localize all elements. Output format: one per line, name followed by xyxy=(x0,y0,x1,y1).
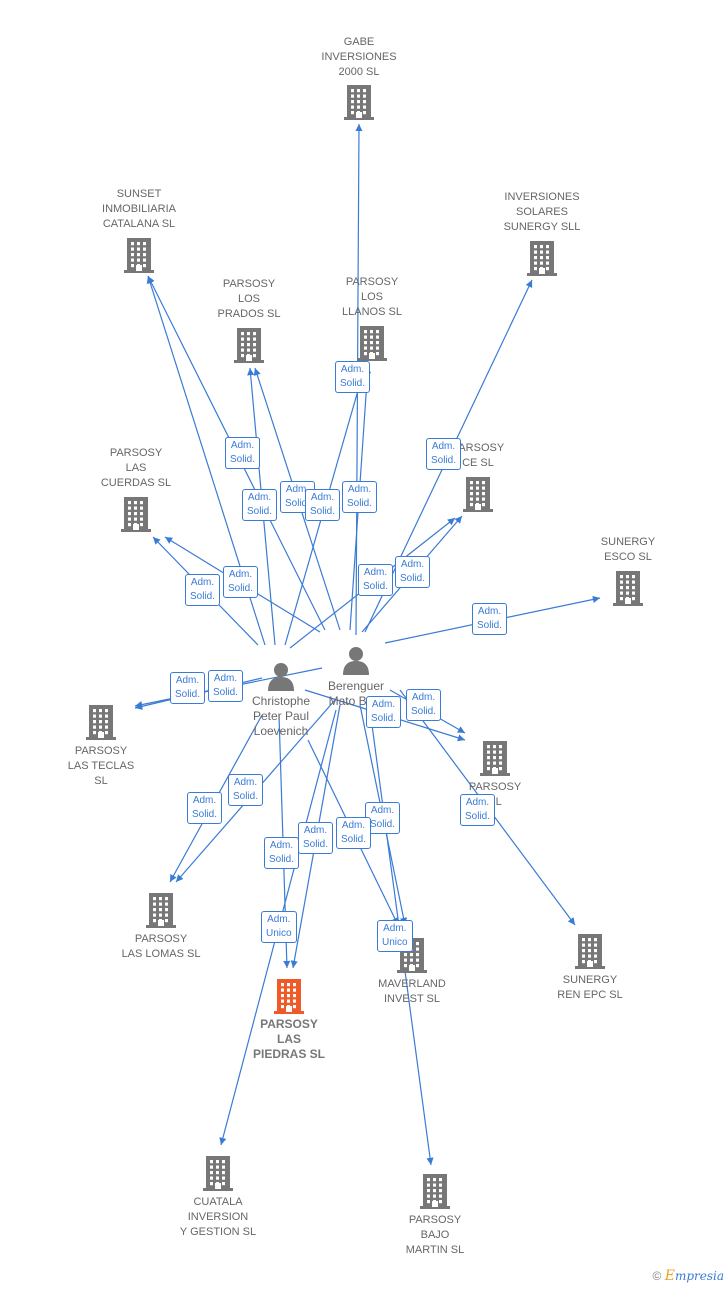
building-icon[interactable] xyxy=(420,1173,450,1214)
company-label-gabe[interactable]: GABE INVERSIONES 2000 SL xyxy=(321,36,397,78)
building-icon[interactable] xyxy=(124,237,154,278)
company-label-bajo-martin[interactable]: PARSOSY BAJO MARTIN SL xyxy=(405,1214,465,1256)
role-badge[interactable]: Adm. Solid. xyxy=(208,670,244,702)
role-badge[interactable]: Adm. Solid. xyxy=(225,437,261,469)
role-badge[interactable]: Adm. Unico xyxy=(261,911,297,943)
role-badge[interactable]: Adm. Solid. xyxy=(460,794,496,826)
brand-name: mpresia xyxy=(674,1269,724,1283)
building-icon[interactable] xyxy=(203,1155,233,1196)
building-icon[interactable] xyxy=(234,327,264,368)
person-icon[interactable] xyxy=(266,661,296,696)
company-label-inv-solares[interactable]: INVERSIONES SOLARES SUNERGY SLL xyxy=(503,191,581,233)
copyright-symbol: © xyxy=(652,1269,662,1283)
role-badge[interactable]: Adm. Solid. xyxy=(228,774,264,806)
brand-logo: © Empresia xyxy=(653,1268,724,1284)
role-badge[interactable]: Adm. Solid. xyxy=(187,792,223,824)
building-icon[interactable] xyxy=(463,476,493,517)
role-badge[interactable]: Adm. Solid. xyxy=(342,481,378,513)
building-icon[interactable] xyxy=(613,570,643,611)
role-badge[interactable]: Adm. Solid. xyxy=(472,603,508,635)
role-badge[interactable]: Adm. Solid. xyxy=(264,837,300,869)
building-icon[interactable] xyxy=(357,325,387,366)
company-label-maverland[interactable]: MAVERLAND INVEST SL xyxy=(378,978,446,1005)
company-label-ce[interactable]: PARSOSY CE SL xyxy=(451,442,505,469)
role-badge[interactable]: Adm. Solid. xyxy=(223,566,259,598)
building-icon[interactable] xyxy=(86,704,116,745)
building-icon[interactable] xyxy=(146,892,176,933)
company-label-teclas[interactable]: PARSOSY LAS TECLAS SL xyxy=(67,745,135,787)
building-icon[interactable] xyxy=(527,240,557,281)
building-icon[interactable] xyxy=(121,496,151,537)
role-badge[interactable]: Adm. Solid. xyxy=(335,361,371,393)
role-badge[interactable]: Adm. Solid. xyxy=(170,672,206,704)
role-badge[interactable]: Adm. Unico xyxy=(377,920,413,952)
role-badge[interactable]: Adm. Solid. xyxy=(406,689,442,721)
company-label-llanos[interactable]: PARSOSY LOS LLANOS SL xyxy=(342,276,402,318)
company-label-cuatala[interactable]: CUATALA INVERSION Y GESTION SL xyxy=(179,1196,257,1238)
company-label-piedras[interactable]: PARSOSY LAS PIEDRAS SL xyxy=(252,1017,325,1061)
company-label-esco[interactable]: SUNERGY ESCO SL xyxy=(600,536,656,563)
person-label-christophe[interactable]: Christophe Peter Paul Loevenich xyxy=(251,694,311,738)
role-badge[interactable]: Adm. Solid. xyxy=(298,822,334,854)
company-label-lomas[interactable]: PARSOSY LAS LOMAS SL xyxy=(121,933,201,960)
building-icon[interactable] xyxy=(480,740,510,781)
role-badge[interactable]: Adm. Solid. xyxy=(426,438,462,470)
role-badge[interactable]: Adm. Solid. xyxy=(395,556,431,588)
role-badge[interactable]: Adm. Solid. xyxy=(336,817,372,849)
role-badge[interactable]: Adm. Solid. xyxy=(366,696,402,728)
role-badge[interactable]: Adm. Solid. xyxy=(242,489,278,521)
role-badge[interactable]: Adm. Solid. xyxy=(305,489,341,521)
company-label-prados[interactable]: PARSOSY LOS PRADOS SL xyxy=(217,278,281,320)
company-label-sunset[interactable]: SUNSET INMOBILIARIA CATALANA SL xyxy=(102,188,176,230)
building-icon[interactable] xyxy=(344,84,374,125)
role-badge[interactable]: Adm. Solid. xyxy=(358,564,394,596)
company-label-cuerdas[interactable]: PARSOSY LAS CUERDAS SL xyxy=(100,447,172,489)
building-icon[interactable] xyxy=(575,933,605,974)
role-badge[interactable]: Adm. Solid. xyxy=(185,574,221,606)
brand-letter: E xyxy=(664,1268,675,1284)
person-icon[interactable] xyxy=(341,645,371,680)
company-label-ren-epc[interactable]: SUNERGY REN EPC SL xyxy=(557,974,623,1001)
building-icon[interactable] xyxy=(274,978,304,1019)
